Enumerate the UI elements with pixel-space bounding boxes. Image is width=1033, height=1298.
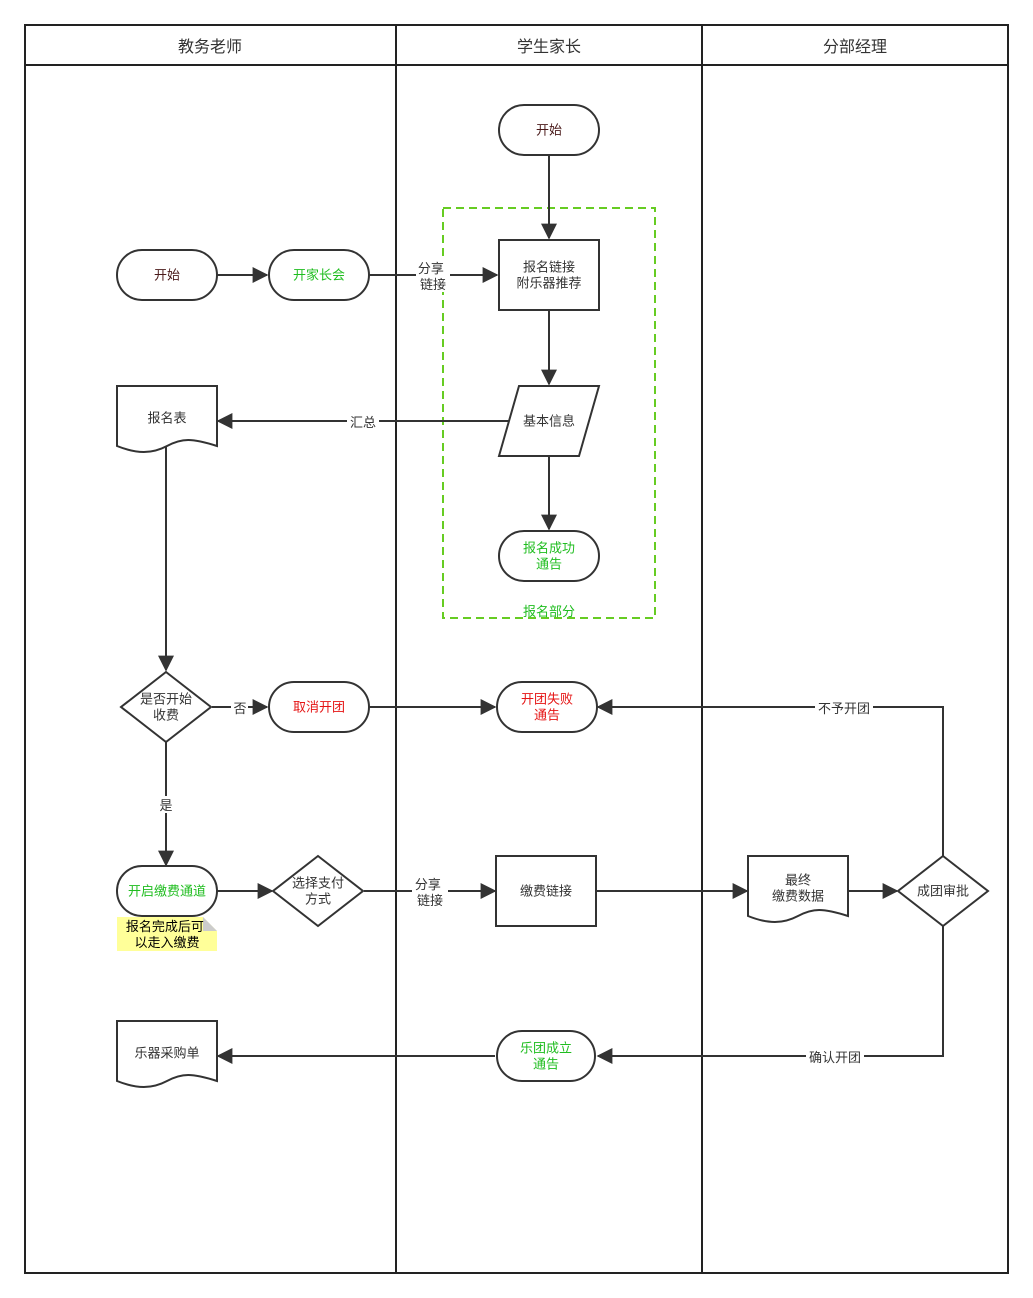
- start-teacher-label: 开始: [154, 269, 180, 284]
- node-label-line: 取消开团: [293, 701, 345, 716]
- approve-decision-shape: [896, 854, 990, 928]
- start-fee-decision-shape: [119, 670, 213, 744]
- edge-label-share-link-1: 分享 链接: [418, 261, 448, 293]
- payment-note: 报名完成后可 以走入缴费: [117, 917, 217, 951]
- start-parent-shape: [498, 104, 600, 156]
- node-label-line: 成团审批: [917, 885, 969, 900]
- start-teacher-shape: [116, 249, 218, 301]
- edge-approve-confirm: [596, 926, 944, 1064]
- node-label-line: 通告: [534, 709, 560, 724]
- lane-title-manager: 分部经理: [823, 37, 887, 56]
- purchase-order-shape: [116, 1020, 218, 1088]
- node-label-line: 乐团成立: [520, 1042, 572, 1057]
- swimlane-frame: 教务老师 学生家长 分部经理: [24, 24, 1009, 1274]
- basic-info-label: 基本信息: [523, 414, 575, 430]
- signup-sheet-label: 报名表: [147, 411, 186, 427]
- payment-note-text: 报名完成后可 以走入缴费: [126, 919, 208, 951]
- basic-info-shape: [497, 385, 601, 457]
- cancel-group-label: 取消开团: [293, 701, 345, 716]
- node-label-line: 乐器采购单: [134, 1046, 199, 1062]
- node-label-line: 附乐器推荐: [516, 277, 581, 292]
- node-label-line: 方式: [305, 892, 331, 908]
- edge-label-confirm: 确认开团: [809, 1051, 861, 1066]
- payment-note-fold: [203, 917, 217, 931]
- pay-method-decision-shape: [271, 854, 365, 928]
- start-parent-label: 开始: [536, 124, 562, 139]
- node-label-line: 选择支付: [292, 877, 344, 892]
- pay-link-shape: [495, 855, 597, 927]
- open-payment-shape: [116, 865, 218, 917]
- lane-title-teacher: 教务老师: [178, 37, 242, 56]
- meeting-label: 开家长会: [293, 268, 345, 284]
- node-label-line: 缴费数据: [772, 890, 824, 905]
- final-data-shape: [747, 855, 849, 923]
- edge-label-share-link-2: 分享 链接: [415, 877, 445, 909]
- signup-success-shape: [498, 530, 600, 582]
- node-label-line: 报名成功: [523, 541, 575, 557]
- signup-success-label: 报名成功通告: [523, 541, 575, 573]
- final-data-label: 最终缴费数据: [772, 873, 824, 905]
- signup-group-label: 报名部分: [523, 604, 575, 620]
- success-notice-label: 乐团成立通告: [520, 1042, 572, 1073]
- edge-label-summary: 汇总: [350, 416, 376, 431]
- payment-note-shape: [117, 917, 217, 951]
- approve-decision-label: 成团审批: [917, 885, 969, 900]
- meeting-shape: [268, 249, 370, 301]
- node-label-line: 开启缴费通道: [128, 885, 206, 900]
- signup-sheet-shape: [116, 385, 218, 453]
- node-label-line: 收费: [153, 709, 179, 724]
- fail-notice-label: 开团失败通告: [521, 693, 573, 724]
- node-label-line: 开始: [536, 124, 562, 139]
- success-notice-shape: [496, 1030, 596, 1082]
- fail-notice-shape: [496, 681, 598, 733]
- node-label-line: 通告: [536, 558, 562, 573]
- open-payment-label: 开启缴费通道: [128, 885, 206, 900]
- swimlane-border: [24, 24, 1009, 1274]
- purchase-order-label: 乐器采购单: [134, 1046, 199, 1062]
- pay-link-label: 缴费链接: [520, 884, 572, 900]
- edge-approve-reject: [596, 699, 944, 856]
- node-label-line: 基本信息: [523, 414, 575, 430]
- node-label-line: 开团失败: [521, 693, 573, 708]
- pay-method-decision-label: 选择支付方式: [292, 877, 344, 908]
- node-label-line: 报名链接: [523, 260, 575, 276]
- start-fee-decision-label: 是否开始收费: [140, 693, 192, 724]
- node-label-line: 开家长会: [293, 268, 345, 284]
- node-label-line: 缴费链接: [520, 884, 572, 900]
- node-label-line: 开始: [154, 269, 180, 284]
- edge-labels: 分享 链接 汇总 否 是 分享 链接 不予开团 确认开团: [157, 260, 873, 1066]
- edge-label-reject: 不予开团: [818, 702, 870, 717]
- signup-link-label: 报名链接附乐器推荐: [516, 260, 581, 292]
- nodes: 开始 开始 开家长会 报名链接附乐器推荐 基本信息 报名成功通告 报名表 是否开…: [116, 104, 990, 1088]
- edge-label-no: 否: [233, 702, 246, 717]
- node-label-line: 最终: [785, 873, 811, 889]
- signup-link-shape: [498, 239, 600, 311]
- lane-title-parent: 学生家长: [517, 37, 581, 56]
- cancel-group-shape: [268, 681, 370, 733]
- node-label-line: 通告: [533, 1058, 559, 1073]
- node-label-line: 报名表: [147, 411, 186, 427]
- edge-label-yes: 是: [159, 799, 172, 814]
- node-label-line: 是否开始: [140, 693, 192, 708]
